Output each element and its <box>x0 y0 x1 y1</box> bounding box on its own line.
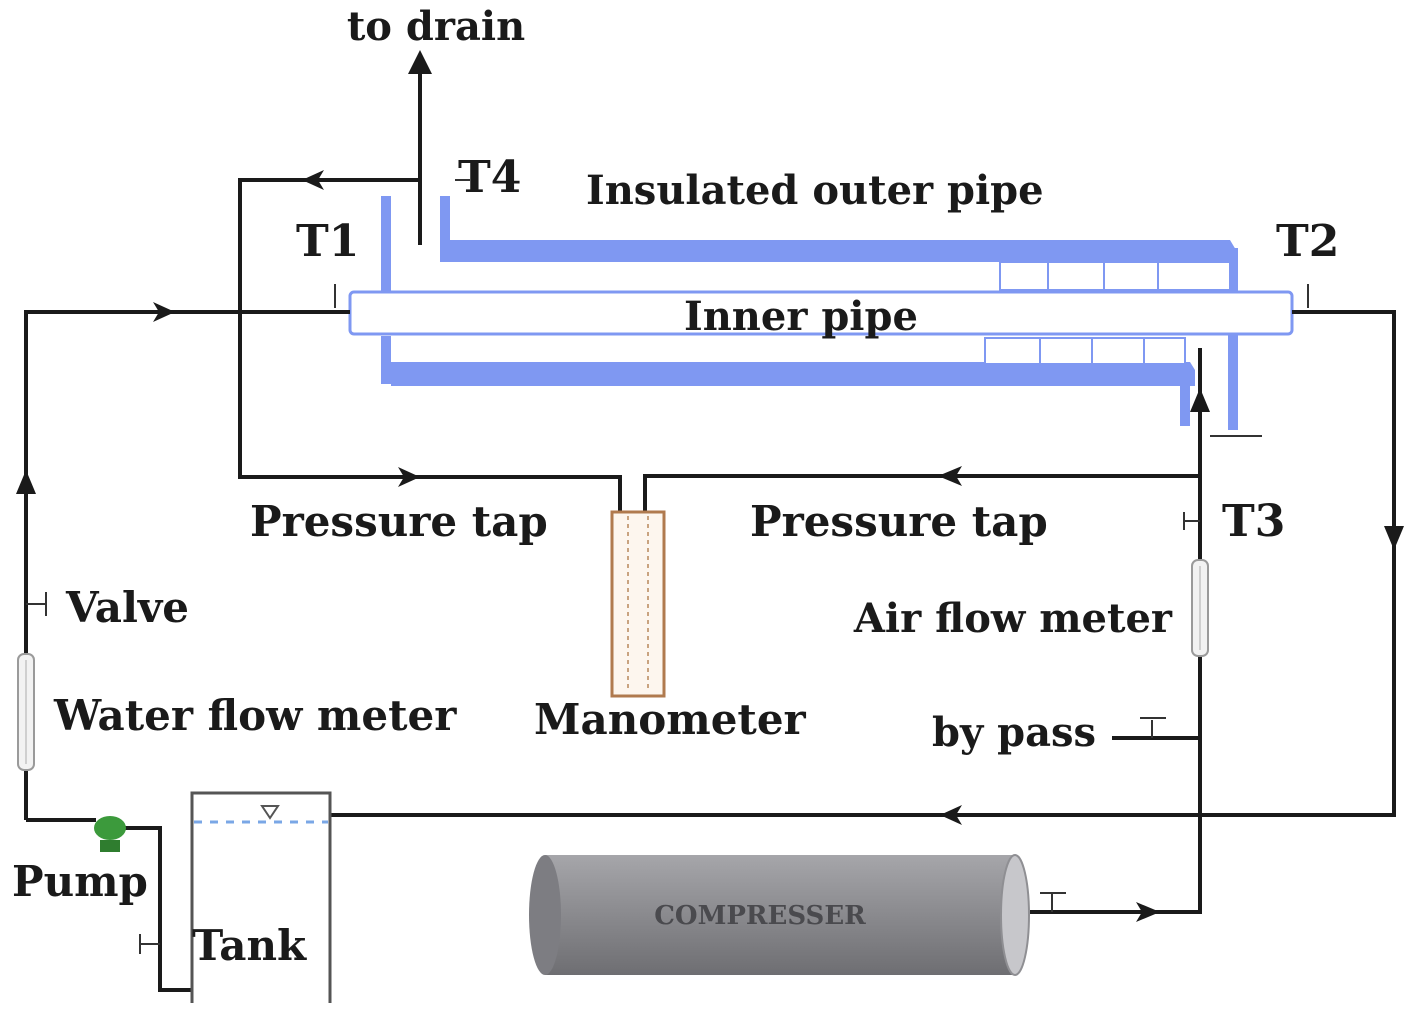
compresser-label: COMPRESSER <box>654 901 866 931</box>
t3-label: T3 <box>1222 496 1285 547</box>
compressor <box>529 854 1066 976</box>
air-circuit-lines <box>616 348 1262 922</box>
insulated-outer-pipe <box>381 196 1238 430</box>
manometer <box>610 510 666 698</box>
t4-label: T4 <box>458 152 521 203</box>
air-flow-meter <box>1191 559 1209 657</box>
manometer-label: Manometer <box>534 695 807 744</box>
pump-label: Pump <box>12 857 148 906</box>
t3-probe <box>1183 512 1200 530</box>
water-flow-meter-label: Water flow meter <box>53 691 457 740</box>
pump <box>94 816 126 852</box>
tank <box>139 791 332 1003</box>
t1-label: T1 <box>296 216 359 267</box>
to-drain-label: to drain <box>347 3 525 50</box>
valve-symbol <box>26 592 47 616</box>
insulated-outer-pipe-label: Insulated outer pipe <box>586 167 1044 214</box>
tank-label: Tank <box>192 921 307 970</box>
valve-label: Valve <box>65 583 189 632</box>
air-flow-meter-label: Air flow meter <box>853 595 1173 642</box>
by-pass-label: by pass <box>932 709 1096 756</box>
inner-pipe-label: Inner pipe <box>684 293 918 340</box>
t2-label: T2 <box>1276 216 1339 267</box>
water-circuit-lines <box>16 50 1404 992</box>
water-flow-meter <box>17 653 35 771</box>
pressure-tap-right-label: Pressure tap <box>750 497 1048 546</box>
pressure-tap-left-label: Pressure tap <box>250 497 548 546</box>
